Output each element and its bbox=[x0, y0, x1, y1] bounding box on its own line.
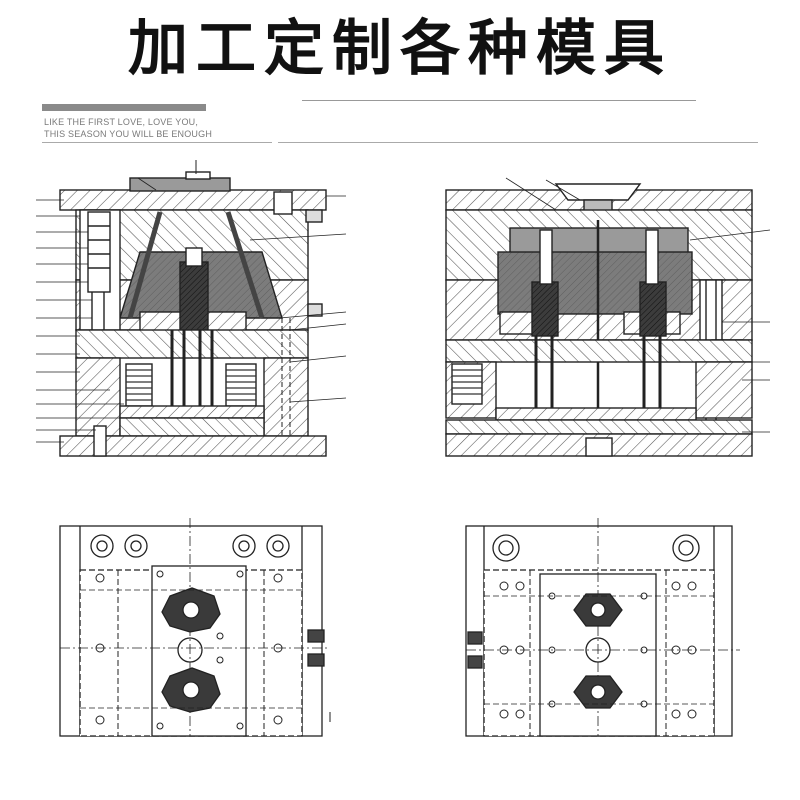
section-view-left bbox=[36, 160, 347, 457]
plan-view-left bbox=[59, 518, 331, 737]
accent-band bbox=[42, 104, 206, 111]
header-rule-top bbox=[302, 100, 696, 101]
header-rule-left bbox=[42, 142, 272, 143]
page-title: 加工定制各种模具 bbox=[128, 14, 672, 84]
slogan-line-2: THIS SEASON YOU WILL BE ENOUGH bbox=[44, 129, 213, 139]
plan-view-right bbox=[465, 518, 740, 737]
slogan-line-1: LIKE THE FIRST LOVE, LOVE YOU, bbox=[44, 117, 199, 127]
section-view-right bbox=[445, 177, 771, 457]
header-rule-right bbox=[278, 142, 758, 143]
